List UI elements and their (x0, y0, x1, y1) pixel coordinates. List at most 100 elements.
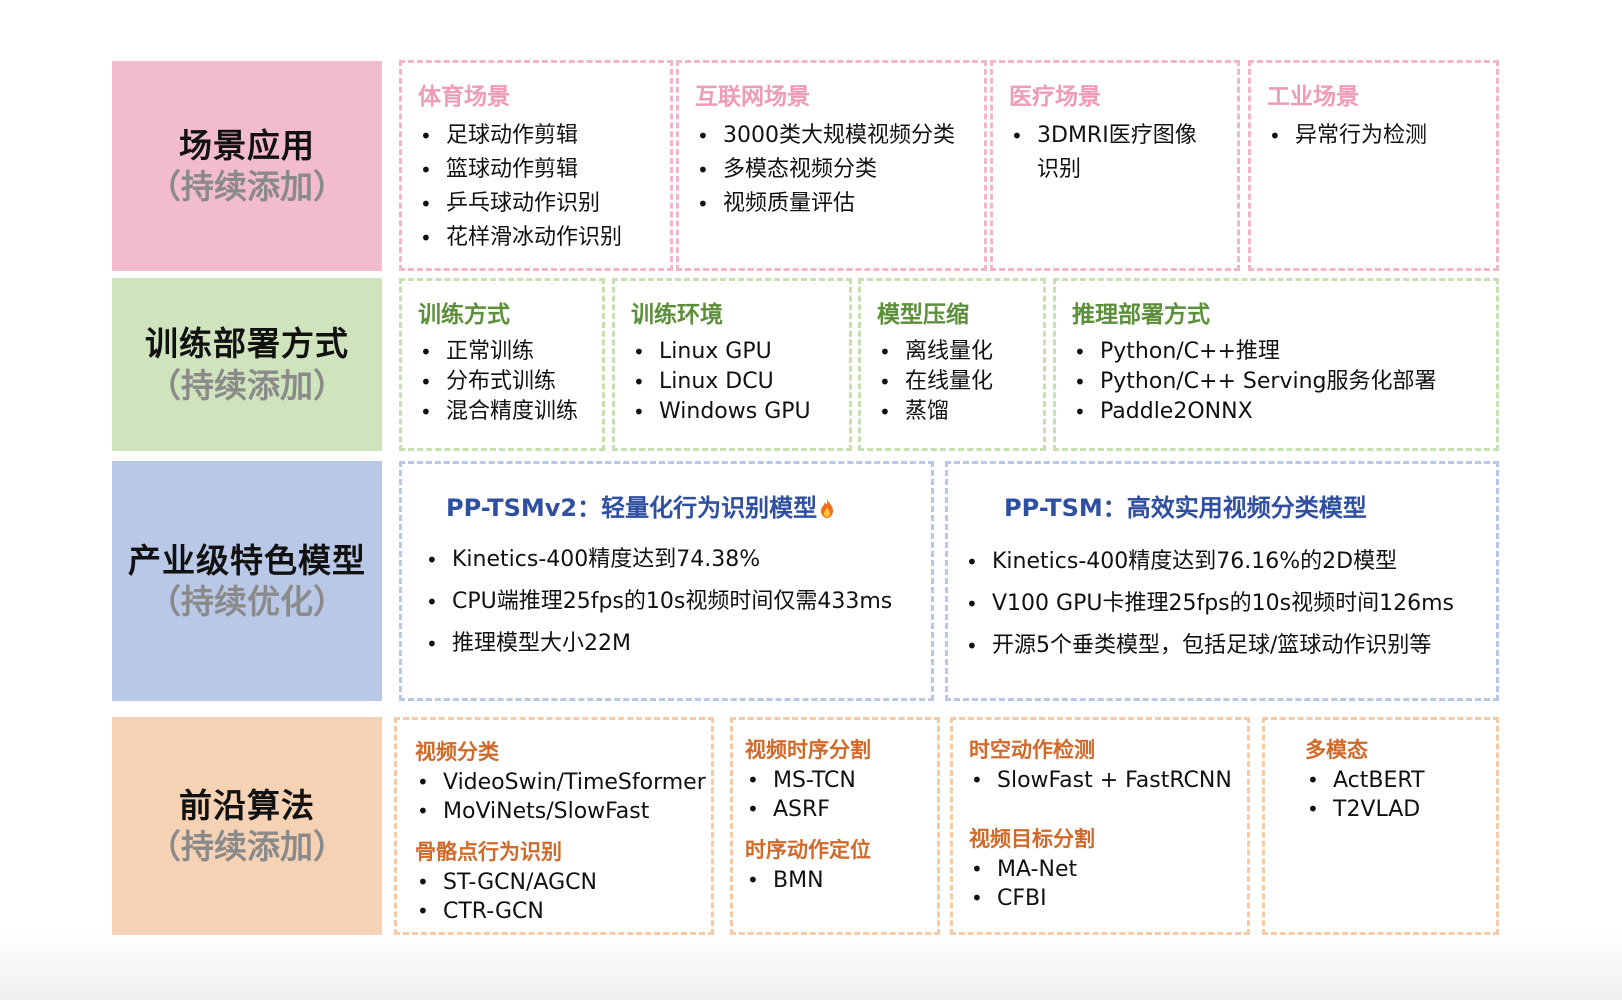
scene-box-sports: 体育场景 足球动作剪辑 篮球动作剪辑 乒乓球动作识别 花样滑冰动作识别 (399, 60, 673, 271)
row-title: 前沿算法 (179, 785, 315, 825)
list-item: 开源5个垂类模型，包括足球/篮球动作识别等 (964, 625, 1482, 667)
list-item: ST-GCN/AGCN (415, 868, 703, 897)
list-item: 视频质量评估 (695, 187, 970, 221)
bullet-list: SlowFast + FastRCNN (969, 766, 1239, 795)
list-item: CTR-GCN (415, 897, 703, 926)
box-title: 多模态 (1305, 738, 1368, 762)
list-item: MA-Net (969, 855, 1239, 884)
list-item: 正常训练 (418, 337, 588, 367)
row-label-training: 训练部署方式 （持续添加） (112, 278, 382, 451)
list-item: Linux DCU (631, 367, 835, 397)
model-box-pptsm: PP-TSM：高效实用视频分类模型 Kinetics-400精度达到76.16%… (945, 461, 1499, 701)
algo-box-classification: 视频分类 VideoSwin/TimeSformer MoViNets/Slow… (394, 717, 714, 935)
box-title: 工业场景 (1267, 84, 1359, 110)
box-title: 推理部署方式 (1072, 302, 1210, 328)
list-item: 3DMRI医疗图像识别 (1009, 119, 1199, 187)
list-item: V100 GPU卡推理25fps的10s视频时间126ms (964, 583, 1482, 625)
list-item: 足球动作剪辑 (418, 119, 656, 153)
bullet-list: 正常训练 分布式训练 混合精度训练 (418, 337, 588, 427)
training-box-method: 训练方式 正常训练 分布式训练 混合精度训练 (399, 278, 605, 451)
list-item: CFBI (969, 884, 1239, 913)
list-item: MS-TCN (745, 766, 929, 795)
bullet-list: 足球动作剪辑 篮球动作剪辑 乒乓球动作识别 花样滑冰动作识别 (418, 119, 656, 255)
list-item: 在线量化 (877, 367, 1029, 397)
box-title: 训练环境 (631, 302, 723, 328)
list-item: 多模态视频分类 (695, 153, 970, 187)
bullet-list: MS-TCN ASRF (745, 766, 929, 824)
model-title: PP-TSMv2：轻量化行为识别模型 (446, 494, 818, 522)
algo-box-segmentation: 视频时序分割 MS-TCN ASRF 时序动作定位 BMN (730, 717, 940, 935)
box-title: 视频目标分割 (969, 827, 1095, 851)
list-item: Windows GPU (631, 397, 835, 427)
list-item: BMN (745, 866, 929, 895)
scene-box-industrial: 工业场景 异常行为检测 (1248, 60, 1499, 271)
list-item: Linux GPU (631, 337, 835, 367)
box-title: 时空动作检测 (969, 738, 1095, 762)
list-item: T2VLAD (1305, 795, 1488, 824)
bullet-list: 离线量化 在线量化 蒸馏 (877, 337, 1029, 427)
row-subtitle: （持续添加） (148, 827, 346, 866)
row-subtitle: （持续添加） (148, 167, 346, 206)
flame-icon (821, 498, 834, 518)
bullet-list: ActBERT T2VLAD (1305, 766, 1488, 824)
bullet-list: Linux GPU Linux DCU Windows GPU (631, 337, 835, 427)
row-label-algorithms: 前沿算法 （持续添加） (112, 717, 382, 935)
row-label-scenes: 场景应用 （持续添加） (112, 61, 382, 271)
list-item: SlowFast + FastRCNN (969, 766, 1239, 795)
list-item: 异常行为检测 (1267, 119, 1482, 153)
list-item: Paddle2ONNX (1072, 397, 1482, 427)
algo-box-detection: 时空动作检测 SlowFast + FastRCNN 视频目标分割 MA-Net… (950, 717, 1250, 935)
training-box-env: 训练环境 Linux GPU Linux DCU Windows GPU (612, 278, 852, 451)
algo-box-multimodal: 多模态 ActBERT T2VLAD (1262, 717, 1499, 935)
list-item: 推理模型大小22M (424, 623, 915, 665)
list-item: MoViNets/SlowFast (415, 797, 703, 826)
bullet-list: MA-Net CFBI (969, 855, 1239, 913)
box-title: 时序动作定位 (745, 838, 871, 862)
training-box-deploy: 推理部署方式 Python/C++推理 Python/C++ Serving服务… (1053, 278, 1499, 451)
box-title: PP-TSM：高效实用视频分类模型 (1004, 494, 1367, 522)
training-box-compression: 模型压缩 离线量化 在线量化 蒸馏 (858, 278, 1046, 451)
box-title: 视频时序分割 (745, 738, 871, 762)
list-item: 篮球动作剪辑 (418, 153, 656, 187)
row-title: 训练部署方式 (145, 324, 349, 364)
list-item: 花样滑冰动作识别 (418, 221, 656, 255)
bullet-list: 异常行为检测 (1267, 119, 1482, 153)
bullet-list: Python/C++推理 Python/C++ Serving服务化部署 Pad… (1072, 337, 1482, 427)
scene-box-internet: 互联网场景 3000类大规模视频分类 多模态视频分类 视频质量评估 (676, 60, 987, 271)
list-item: 离线量化 (877, 337, 1029, 367)
list-item: 分布式训练 (418, 367, 588, 397)
row-title: 场景应用 (179, 125, 315, 165)
model-box-pptsmv2: PP-TSMv2：轻量化行为识别模型 Kinetics-400精度达到74.38… (399, 461, 934, 701)
list-item: 乒乓球动作识别 (418, 187, 656, 221)
list-item: Kinetics-400精度达到74.38% (424, 539, 915, 581)
list-item: Python/C++ Serving服务化部署 (1072, 367, 1482, 397)
box-title: 训练方式 (418, 302, 510, 328)
list-item: 蒸馏 (877, 397, 1029, 427)
row-subtitle: （持续优化） (148, 582, 346, 621)
bullet-list: 3000类大规模视频分类 多模态视频分类 视频质量评估 (695, 119, 970, 221)
box-title: 医疗场景 (1009, 84, 1101, 110)
row-label-models: 产业级特色模型 （持续优化） (112, 461, 382, 701)
list-item: CPU端推理25fps的10s视频时间仅需433ms (424, 581, 915, 623)
bullet-list: Kinetics-400精度达到74.38% CPU端推理25fps的10s视频… (424, 539, 915, 665)
bottom-shade (0, 930, 1622, 1000)
scene-box-medical: 医疗场景 3DMRI医疗图像识别 (990, 60, 1240, 271)
bullet-list: 3DMRI医疗图像识别 (1009, 119, 1199, 187)
box-title: 体育场景 (418, 84, 510, 110)
list-item: ASRF (745, 795, 929, 824)
bullet-list: BMN (745, 866, 929, 895)
bullet-list: VideoSwin/TimeSformer MoViNets/SlowFast (415, 768, 706, 826)
list-item: Kinetics-400精度达到76.16%的2D模型 (964, 541, 1482, 583)
box-title: 骨骼点行为识别 (415, 840, 562, 864)
bullet-list: ST-GCN/AGCN CTR-GCN (415, 868, 703, 926)
list-item: VideoSwin/TimeSformer (415, 768, 706, 797)
box-title: 互联网场景 (695, 84, 810, 110)
list-item: Python/C++推理 (1072, 337, 1482, 367)
box-title: 视频分类 (415, 740, 499, 764)
list-item: 3000类大规模视频分类 (695, 119, 970, 153)
box-title: 模型压缩 (877, 302, 969, 328)
list-item: ActBERT (1305, 766, 1488, 795)
row-subtitle: （持续添加） (148, 365, 346, 405)
row-title: 产业级特色模型 (128, 540, 366, 580)
list-item: 混合精度训练 (418, 397, 588, 427)
